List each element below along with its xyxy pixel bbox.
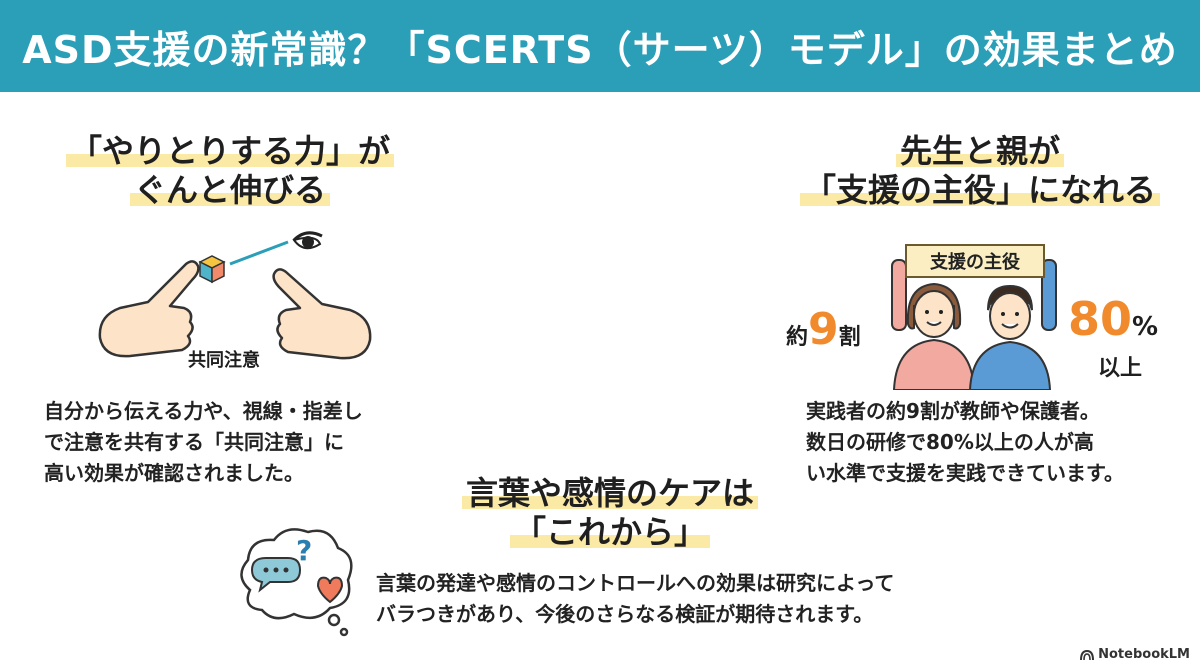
section3-title: 言葉や感情のケアは 「これから」 <box>420 474 800 552</box>
stat9-value: 9 <box>808 304 839 355</box>
gaze-line <box>229 240 289 266</box>
section1-title: 「やりとりする力」が ぐんと伸びる <box>40 132 420 210</box>
section1-body-line: で注意を共有する「共同注意」に <box>44 430 344 454</box>
header-bar: ASD支援の新常識？「SCERTS（サーツ）モデル」の効果まとめ <box>0 0 1200 92</box>
notebooklm-logo-icon <box>1080 649 1095 660</box>
section3-body-line: バラつきがあり、今後のさらなる検証が期待されます。 <box>376 602 874 626</box>
brand-watermark: NotebookLM <box>1080 647 1190 662</box>
eye-icon <box>292 231 323 250</box>
stat9-suffix: 割 <box>838 325 861 350</box>
teacher-parent-illustration <box>891 259 1057 390</box>
heart-icon <box>316 576 344 604</box>
content-area: 「やりとりする力」が ぐんと伸びる 共同注意 自分から伝える力や、視線・指差し … <box>0 92 1200 670</box>
section1-body-line: 自分から伝える力や、視線・指差し <box>44 399 363 423</box>
section2-body-line: い水準で支援を実践できています。 <box>806 461 1124 485</box>
woman-icon <box>892 282 976 390</box>
stat80-sub: 以上 <box>1098 356 1143 381</box>
man-icon <box>968 284 1052 390</box>
thought-bubble-illustration: ? <box>240 528 353 637</box>
raised-arms <box>891 259 1057 331</box>
section2-title-line1: 先生と親が <box>895 132 1064 170</box>
speech-bubble-icon <box>250 557 302 593</box>
toy-block-icon <box>198 255 226 284</box>
section1-body-line: 高い効果が確認されました。 <box>44 461 304 485</box>
question-mark-icon: ? <box>296 534 312 567</box>
section3-body-line: 言葉の発達や感情のコントロールへの効果は研究によって <box>376 571 895 595</box>
stat-90-percent: 約9割 <box>786 304 861 355</box>
stat9-prefix: 約 <box>786 325 809 350</box>
section1-title-line2: ぐんと伸びる <box>129 171 330 210</box>
section2-body-line: 数日の研修で80%以上の人が高 <box>806 430 1094 454</box>
joint-attention-label: 共同注意 <box>188 350 260 371</box>
section3-title-line1: 言葉や感情のケアは <box>461 474 758 512</box>
brand-name: NotebookLM <box>1098 647 1190 662</box>
right-pointing-hand-icon <box>272 268 372 360</box>
support-lead-banner: 支援の主役 <box>905 244 1045 278</box>
stat80-unit: % <box>1132 312 1159 342</box>
section1-body: 自分から伝える力や、視線・指差し で注意を共有する「共同注意」に 高い効果が確認… <box>44 396 363 489</box>
stat80-value: 80 <box>1068 292 1133 346</box>
section2-title: 先生と親が 「支援の主役」になれる <box>780 132 1180 210</box>
page-title: ASD支援の新常識？「SCERTS（サーツ）モデル」の効果まとめ <box>22 27 1178 72</box>
section1-title-line1: 「やりとりする力」が <box>65 132 394 170</box>
section2-title-line2: 「支援の主役」になれる <box>799 171 1160 210</box>
section3-title-line2: 「これから」 <box>509 513 710 552</box>
section3-body: 言葉の発達や感情のコントロールへの効果は研究によって バラつきがあり、今後のさら… <box>376 568 894 630</box>
joint-attention-illustration <box>98 231 372 360</box>
section2-body: 実践者の約9割が教師や保護者。 数日の研修で80%以上の人が高 い水準で支援を実… <box>806 396 1124 489</box>
section2-body-line: 実践者の約9割が教師や保護者。 <box>806 399 1100 423</box>
left-pointing-hand-icon <box>98 260 200 358</box>
stat-80-percent: 80% <box>1068 292 1158 346</box>
